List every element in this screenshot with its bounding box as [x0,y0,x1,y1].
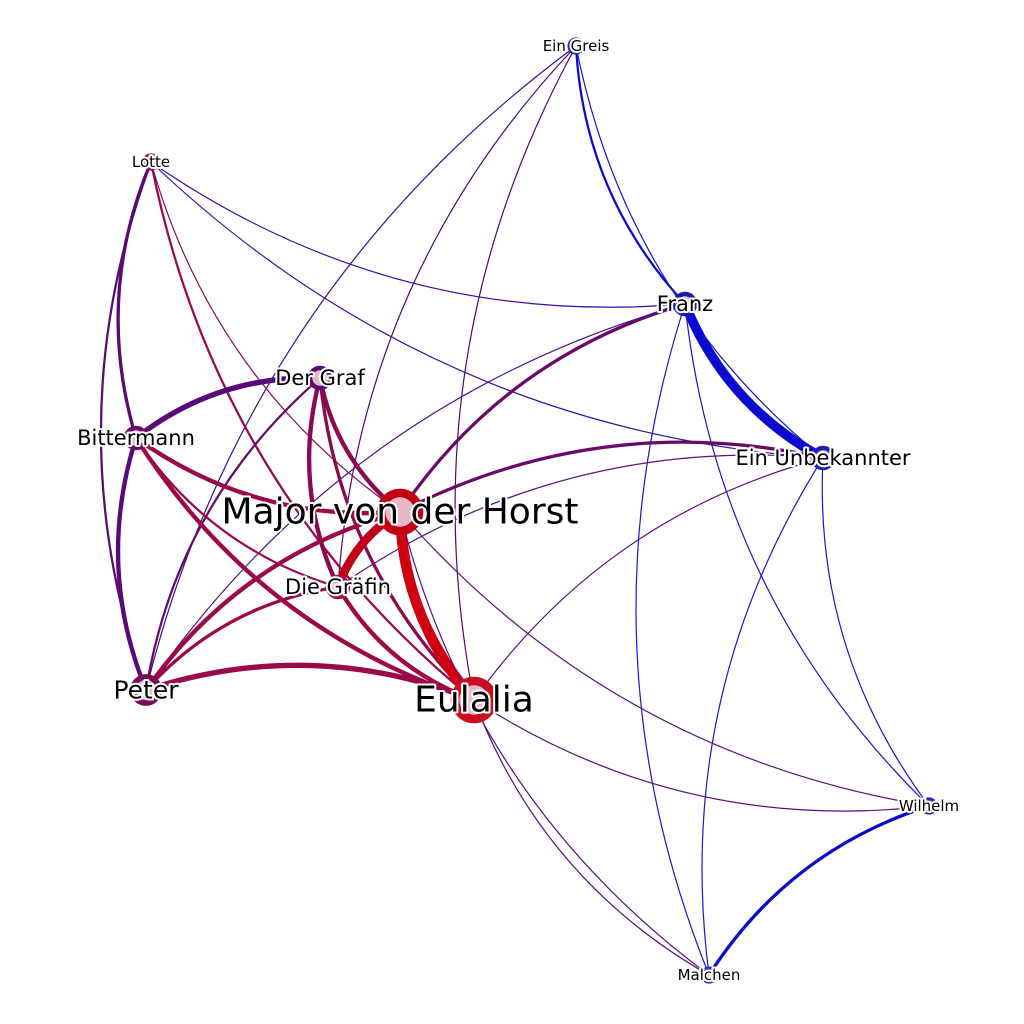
edge-franz-peter [145,303,686,691]
edge-major-wilhelm [399,511,930,807]
edge-ein_greis-eulalia [454,45,577,701]
edge-wilhelm-malchen [707,804,931,977]
node-bittermann[interactable] [123,425,149,451]
node-major[interactable] [376,488,424,536]
node-label-wilhelm: Wilhelm [899,797,959,815]
node-eulalia[interactable] [450,676,498,724]
node-ein_unbekannter[interactable] [810,445,836,471]
node-label-malchen: Malchen [678,966,741,984]
edge-eulalia-wilhelm [473,699,930,812]
node-label-der_graf: Der Graf [275,366,365,390]
node-wilhelm[interactable] [920,797,938,815]
edge-der_graf-die_graefin [306,375,341,590]
edge-franz-major [398,302,687,514]
edge-lotte-eulalia [149,160,476,702]
edge-bittermann-die_graefin [134,436,340,589]
edge-eulalia-peter [143,662,477,703]
node-label-peter: Peter [113,676,179,705]
edge-ein_unbekannter-eulalia [473,457,824,701]
node-layer [123,37,938,984]
edge-lotte-ein_unbekannter [150,161,824,459]
edge-eulalia-malchen [473,699,710,976]
edge-bittermann-eulalia [133,435,477,703]
node-label-bittermann: Bittermann [77,426,195,450]
edge-lotte-franz [150,161,686,308]
edge-ein_unbekannter-major [398,440,825,514]
node-lotte[interactable] [142,153,160,171]
edge-franz-ein_unbekannter [680,299,828,463]
node-label-ein_unbekannter: Ein Unbekannter [735,446,910,470]
edge-lotte-bittermann [116,160,153,440]
node-ein_greis[interactable] [567,37,585,55]
edge-der_graf-peter [144,376,322,692]
edge-ein_greis-franz [574,44,687,306]
edge-franz-malchen [635,303,710,976]
node-franz[interactable] [672,291,698,317]
edge-ein_greis-ein_unbekannter [575,45,824,459]
node-label-lotte: Lotte [132,153,170,171]
edge-major-malchen [399,511,710,976]
node-label-major: Major von der Horst [222,492,579,533]
edge-ein_unbekannter-wilhelm [821,457,930,807]
node-label-eulalia: Eulalia [414,680,534,721]
node-peter[interactable] [130,674,162,706]
edge-layer [99,44,931,977]
edge-major-peter [143,509,403,693]
edge-bittermann-peter [115,435,149,693]
edge-lotte-major [150,161,401,513]
node-label-ein_greis: Ein Greis [543,37,610,55]
edge-ein_greis-peter [145,45,577,691]
node-label-die_graefin: Die Gräfin [285,575,391,599]
edge-die_graefin-peter [144,585,340,692]
node-malchen[interactable] [700,966,718,984]
edge-ein_unbekannter-malchen [701,457,824,976]
edge-major-eulalia [394,506,480,706]
node-label-franz: Franz [657,292,713,316]
edge-franz-wilhelm [684,303,930,807]
node-die_graefin[interactable] [325,574,351,600]
edge-der_graf-bittermann [133,375,323,441]
node-der_graf[interactable] [307,365,333,391]
edge-bittermann-major [133,435,403,516]
